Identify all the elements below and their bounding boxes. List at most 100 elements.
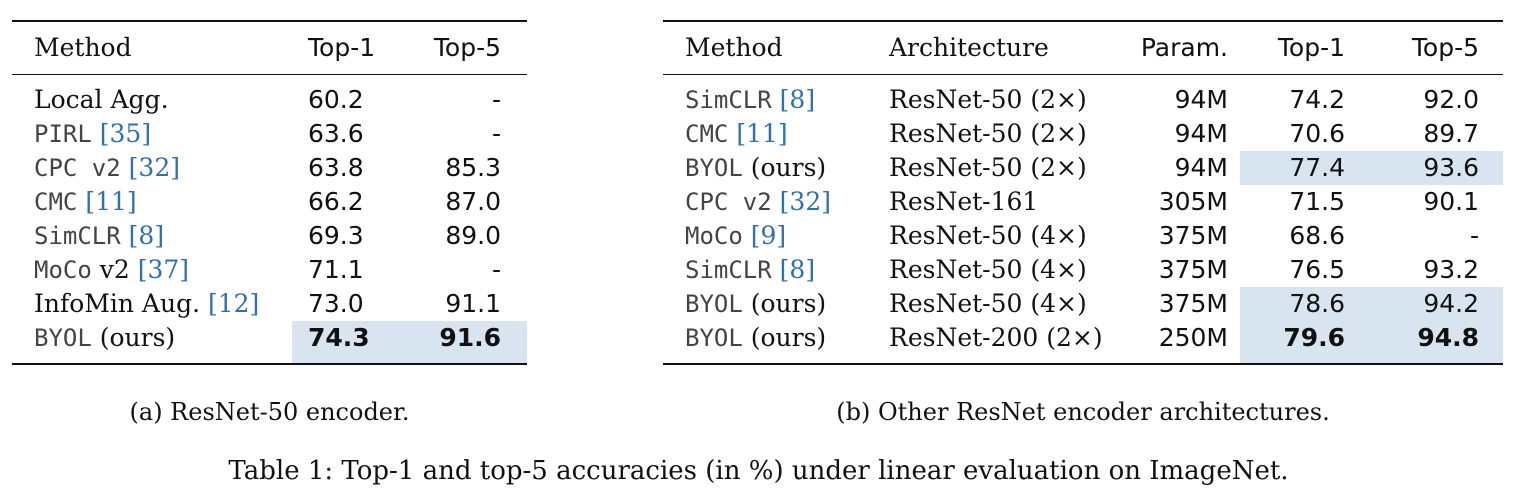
param-cell: 94M (1174, 153, 1228, 182)
top5-cell: 89.7 (1423, 119, 1479, 148)
table-b-header-top1: Top-1 (1277, 33, 1345, 62)
citation: [11] (85, 187, 137, 216)
method-cell: CMC [11] (663, 117, 885, 151)
top1-cell: 60.2 (308, 85, 364, 114)
param-cell: 94M (1174, 119, 1228, 148)
top1-cell: 70.6 (1289, 119, 1345, 148)
architecture-cell: ResNet-50 (4×) (889, 221, 1087, 250)
top1-cell: 77.4 (1240, 151, 1365, 185)
architecture-cell: ResNet-50 (2×) (889, 85, 1087, 114)
param-cell: 250M (1158, 323, 1228, 352)
table-row: SimCLR [8]ResNet-50 (2×) 94M 74.2 92.0 (663, 75, 1503, 118)
top5-cell: 90.1 (1423, 187, 1479, 216)
top5-cell: 91.6 (407, 321, 527, 364)
method-name: PIRL (34, 120, 92, 148)
method-name: CPC v2 (34, 154, 121, 182)
param-cell: 375M (1158, 255, 1228, 284)
method-name: BYOL (34, 324, 92, 352)
main-caption: Table 1: Top-1 and top-5 accuracies (in … (228, 456, 1289, 486)
top1-cell: 71.5 (1289, 187, 1345, 216)
top5-cell: 87.0 (445, 187, 501, 216)
top1-cell: 71.1 (308, 255, 364, 284)
method-cell: BYOL (ours) (663, 287, 885, 321)
method-name: CPC v2 (685, 188, 772, 216)
param-cell: 305M (1158, 187, 1228, 216)
method-cell: SimCLR [8] (663, 75, 885, 118)
method-name: InfoMin Aug. (34, 289, 201, 318)
method-cell: SimCLR [8] (663, 253, 885, 287)
table-b: Method Architecture Param. Top-1 Top-5 S… (663, 20, 1503, 365)
top5-cell: 94.8 (1365, 321, 1503, 364)
method-name: BYOL (685, 290, 743, 318)
citation: [37] (137, 255, 190, 284)
method-name: SimCLR (34, 222, 121, 250)
citation: [8] (128, 221, 165, 250)
method-cell: BYOL (ours) (663, 321, 885, 364)
top5-cell: - (1469, 221, 1479, 250)
architecture-cell: ResNet-50 (4×) (889, 289, 1087, 318)
top5-cell: 89.0 (445, 221, 501, 250)
citation: [32] (779, 187, 831, 216)
method-cell: MoCo v2 [37] (12, 253, 292, 287)
method-suffix: (ours) (742, 289, 827, 318)
top1-cell: 63.6 (308, 119, 364, 148)
citation: [12] (207, 289, 260, 318)
method-name: MoCo (685, 222, 743, 250)
param-cell: 375M (1158, 289, 1228, 318)
table-a: Method Top-1 Top-5 Local Agg. 60.2 - PIRL [… (12, 20, 527, 365)
citation: [8] (779, 85, 816, 114)
top5-cell: 92.0 (1423, 85, 1479, 114)
top1-cell: 68.6 (1289, 221, 1345, 250)
method-name: CMC (685, 120, 729, 148)
top1-cell: 78.6 (1240, 287, 1365, 321)
top1-cell: 74.2 (1289, 85, 1345, 114)
top1-cell: 66.2 (308, 187, 364, 216)
method-cell: CMC [11] (12, 185, 292, 219)
caption-a: (a) ResNet-50 encoder. (129, 398, 410, 426)
method-cell: InfoMin Aug. [12] (12, 287, 292, 321)
method-name: BYOL (685, 154, 743, 182)
table-row: CMC [11] 66.2 87.0 (12, 185, 527, 219)
citation: [35] (99, 119, 152, 148)
caption-b: (b) Other ResNet encoder architectures. (836, 398, 1330, 426)
top1-cell: 76.5 (1289, 255, 1345, 284)
table-row: Local Agg. 60.2 - (12, 75, 527, 118)
top5-cell: 85.3 (445, 153, 501, 182)
table-a-header-method: Method (34, 33, 132, 62)
method-name: SimCLR (685, 256, 772, 284)
top5-cell: - (491, 85, 501, 114)
architecture-cell: ResNet-50 (4×) (889, 255, 1087, 284)
top1-cell: 74.3 (292, 321, 407, 364)
top5-cell: 94.2 (1365, 287, 1503, 321)
architecture-cell: ResNet-200 (2×) (889, 323, 1103, 352)
table-b-header-architecture: Architecture (889, 33, 1049, 62)
architecture-cell: ResNet-161 (889, 187, 1039, 216)
citation: [11] (736, 119, 788, 148)
method-suffix: (ours) (742, 323, 827, 352)
param-cell: 94M (1174, 85, 1228, 114)
top5-cell: 91.1 (445, 289, 501, 318)
architecture-cell: ResNet-50 (2×) (889, 153, 1087, 182)
method-cell: BYOL (ours) (12, 321, 292, 364)
citation: [8] (779, 255, 816, 284)
table-b-header-param: Param. (1140, 33, 1228, 62)
top5-cell: - (491, 255, 501, 284)
method-cell: PIRL [35] (12, 117, 292, 151)
table-a-header-top1: Top-1 (308, 33, 376, 62)
method-name: CMC (34, 188, 78, 216)
method-cell: SimCLR [8] (12, 219, 292, 253)
table-a-header-top5: Top-5 (433, 33, 501, 62)
top1-cell: 69.3 (308, 221, 364, 250)
method-suffix: (ours) (742, 153, 827, 182)
method-cell: CPC v2 [32] (663, 185, 885, 219)
method-cell: Local Agg. (12, 75, 292, 118)
